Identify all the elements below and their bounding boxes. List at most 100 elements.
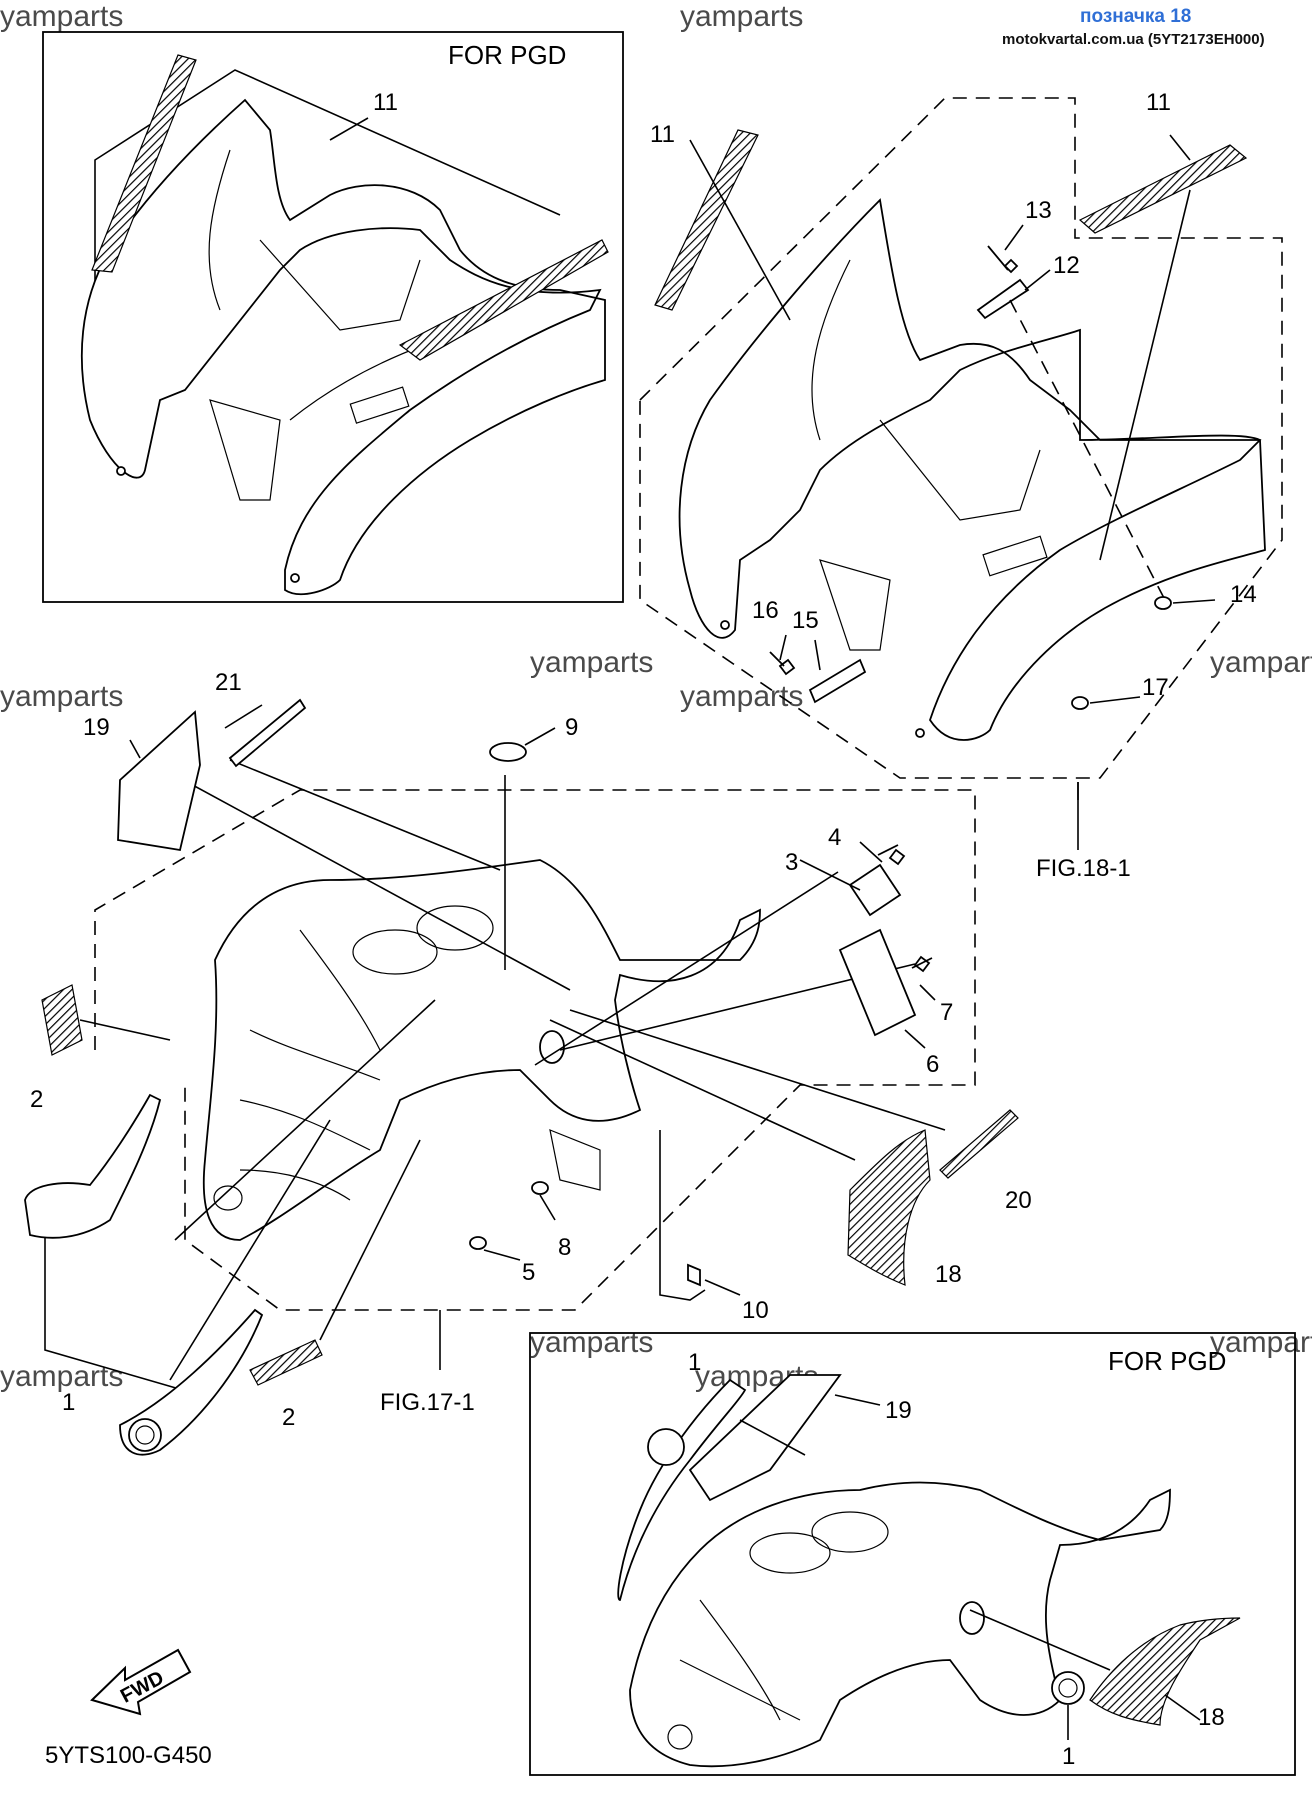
mount-hole [915,728,925,738]
callout-18: 18 [935,1261,962,1288]
mount-hole [290,573,300,583]
decal-19 [117,710,201,852]
leader-line [919,984,936,1001]
leader-line [79,1019,171,1041]
headlight-cutout [416,905,494,951]
leader-line [799,859,861,891]
callout-11: 11 [1146,89,1171,116]
fender-contour [249,1029,381,1081]
callout-19: 19 [885,1397,912,1424]
leader-line [779,634,787,661]
panel-title: FOR PGD [1108,1346,1226,1376]
leader-line [174,999,436,1241]
fig-label: FIG.18-1 [1036,855,1131,882]
emblem-round [647,1428,685,1466]
leader-line [969,1609,1111,1671]
leader-line [1009,299,1166,601]
callout-1: 1 [1062,1743,1075,1770]
callout-17: 17 [1142,674,1169,701]
watermarks: yamparts yamparts yamparts yamparts yamp… [0,0,1312,1393]
bolt-7 [911,955,933,973]
decal-2-left [41,984,83,1056]
mount-hole [116,466,126,476]
callout-2: 2 [282,1404,295,1431]
watermark: yamparts [680,0,803,33]
callout-10: 10 [742,1297,769,1324]
grommet [539,1030,565,1064]
leader-line [904,1029,926,1049]
leader-line [1089,696,1141,704]
decal-2-lower [249,1339,323,1386]
headlight-cutout [811,1511,889,1553]
lamp-lens [667,1724,693,1750]
leader-line [1024,269,1051,291]
callout-8: 8 [558,1234,571,1261]
panel-fig17: FIG.17-1 [24,669,1032,1456]
nut-17 [1071,696,1089,710]
headlight-cutout [352,929,438,975]
mount-hole [720,620,730,630]
fig-label: FIG.17-1 [380,1389,475,1416]
fender-contour [239,1099,371,1151]
ref-source: motokvartal.com.ua (5YT2173EH000) [1002,31,1265,48]
part-code: 5YTS100-G450 [45,1742,212,1769]
seat-recess [879,419,1041,521]
watermark: yamparts [0,1360,123,1393]
panel-pgd-bottom: FOR PGD 1 19 18 1 [529,1332,1296,1776]
leader-line [659,1130,706,1301]
callout-11: 11 [650,121,675,148]
nut-8 [531,1181,549,1195]
leader-line [549,1019,856,1161]
tag-10 [687,1263,701,1287]
side-cover-1-lower [119,1308,264,1456]
leader-line [164,769,571,991]
decal-11-left [91,54,197,273]
fender-contour [299,929,381,1051]
plate-15 [808,658,867,704]
leader-line [689,139,791,321]
leader-line [129,739,141,759]
ref-title: позначка 18 [1080,6,1191,27]
clip-16 [769,651,796,676]
plate-3 [848,863,902,917]
watermark: yamparts [680,680,803,713]
panel-frame [529,1332,1296,1776]
emblem [1051,1671,1085,1705]
callout-14: 14 [1230,581,1257,608]
emblem [135,1425,155,1445]
decal-11-left [654,129,759,311]
leader-line [739,1419,806,1456]
leader-line [524,727,556,746]
reflector-slot [349,386,410,424]
storage-bracket [819,559,891,651]
panel-pgd-top: FOR PGD 11 [42,31,624,603]
fender-contour [239,1169,351,1201]
leader-line [224,704,263,729]
fender-bracket [549,1129,601,1191]
leader-line [704,1279,741,1296]
bolt-4 [877,844,906,866]
callout-20: 20 [1005,1187,1032,1214]
front-fender [629,1481,1171,1768]
watermark: yamparts [1210,646,1312,679]
decal-18 [847,1129,931,1286]
callout-18: 18 [1198,1704,1225,1731]
leader-line [834,1394,881,1406]
leader-line [329,117,369,141]
group-boundary [639,97,1283,779]
group-boundary [94,789,976,1311]
decal-11-right [1078,144,1248,234]
side-cover-1 [24,1093,162,1239]
watermark: yamparts [530,1326,653,1359]
leader-line [1169,134,1191,161]
fwd-arrow: FWD [90,1648,192,1716]
watermark: yamparts [0,0,123,33]
callout-4: 4 [828,824,841,851]
storage-bracket [209,399,281,501]
rear-fender [678,198,1266,741]
watermark: yamparts [530,646,653,679]
leader-line [859,841,883,863]
plate-6 [838,928,917,1037]
decal-18 [1089,1617,1241,1726]
callout-19: 19 [83,714,110,741]
